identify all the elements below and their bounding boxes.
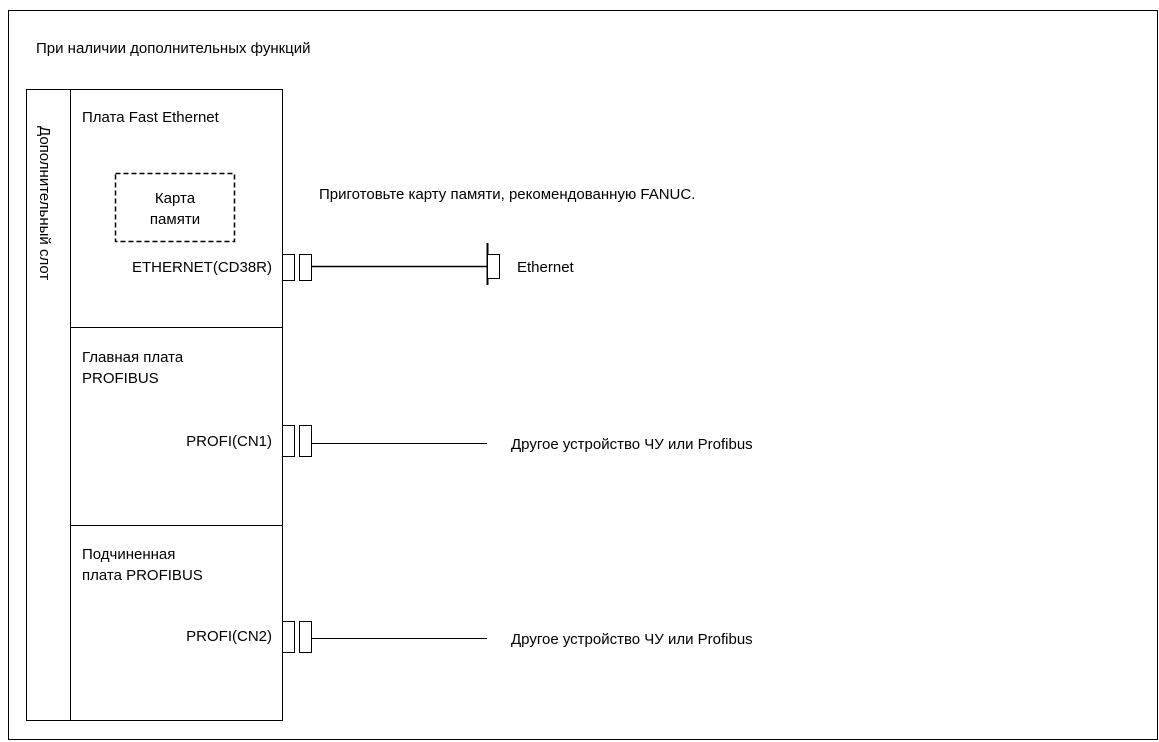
connector-label-cd38r: ETHERNET(CD38R) [132,259,272,276]
connector-icon [282,425,312,457]
header-title: При наличии дополнительных функций [36,40,311,57]
memory-card-label-line: Карта [155,190,196,207]
connector-label-cn1: PROFI(CN1) [186,433,272,450]
ethernet-target-label: Ethernet [517,259,575,276]
memory-card-slot [114,172,236,243]
option-slot-label: Дополнительный слот [36,126,53,280]
memory-card-note: Приготовьте карту памяти, рекомендованну… [319,186,695,203]
ethernet-plug-icon [486,243,500,285]
profibus-target-label: Другое устройство ЧУ или Profibus [511,436,753,453]
memory-card-label-line: памяти [150,211,200,228]
board-name-line: PROFIBUS [82,370,159,387]
board-name-line: плата PROFIBUS [82,567,203,584]
connector-label-cn2: PROFI(CN2) [186,628,272,645]
connector-icon [282,621,312,653]
connector-icon [282,254,312,281]
board-name-line: Плата Fast Ethernet [82,109,220,126]
outer-frame [8,10,1158,740]
board-name-line: Подчиненная [82,546,175,563]
board-name-line: Главная плата [82,349,184,366]
profibus-target-label: Другое устройство ЧУ или Profibus [511,631,753,648]
